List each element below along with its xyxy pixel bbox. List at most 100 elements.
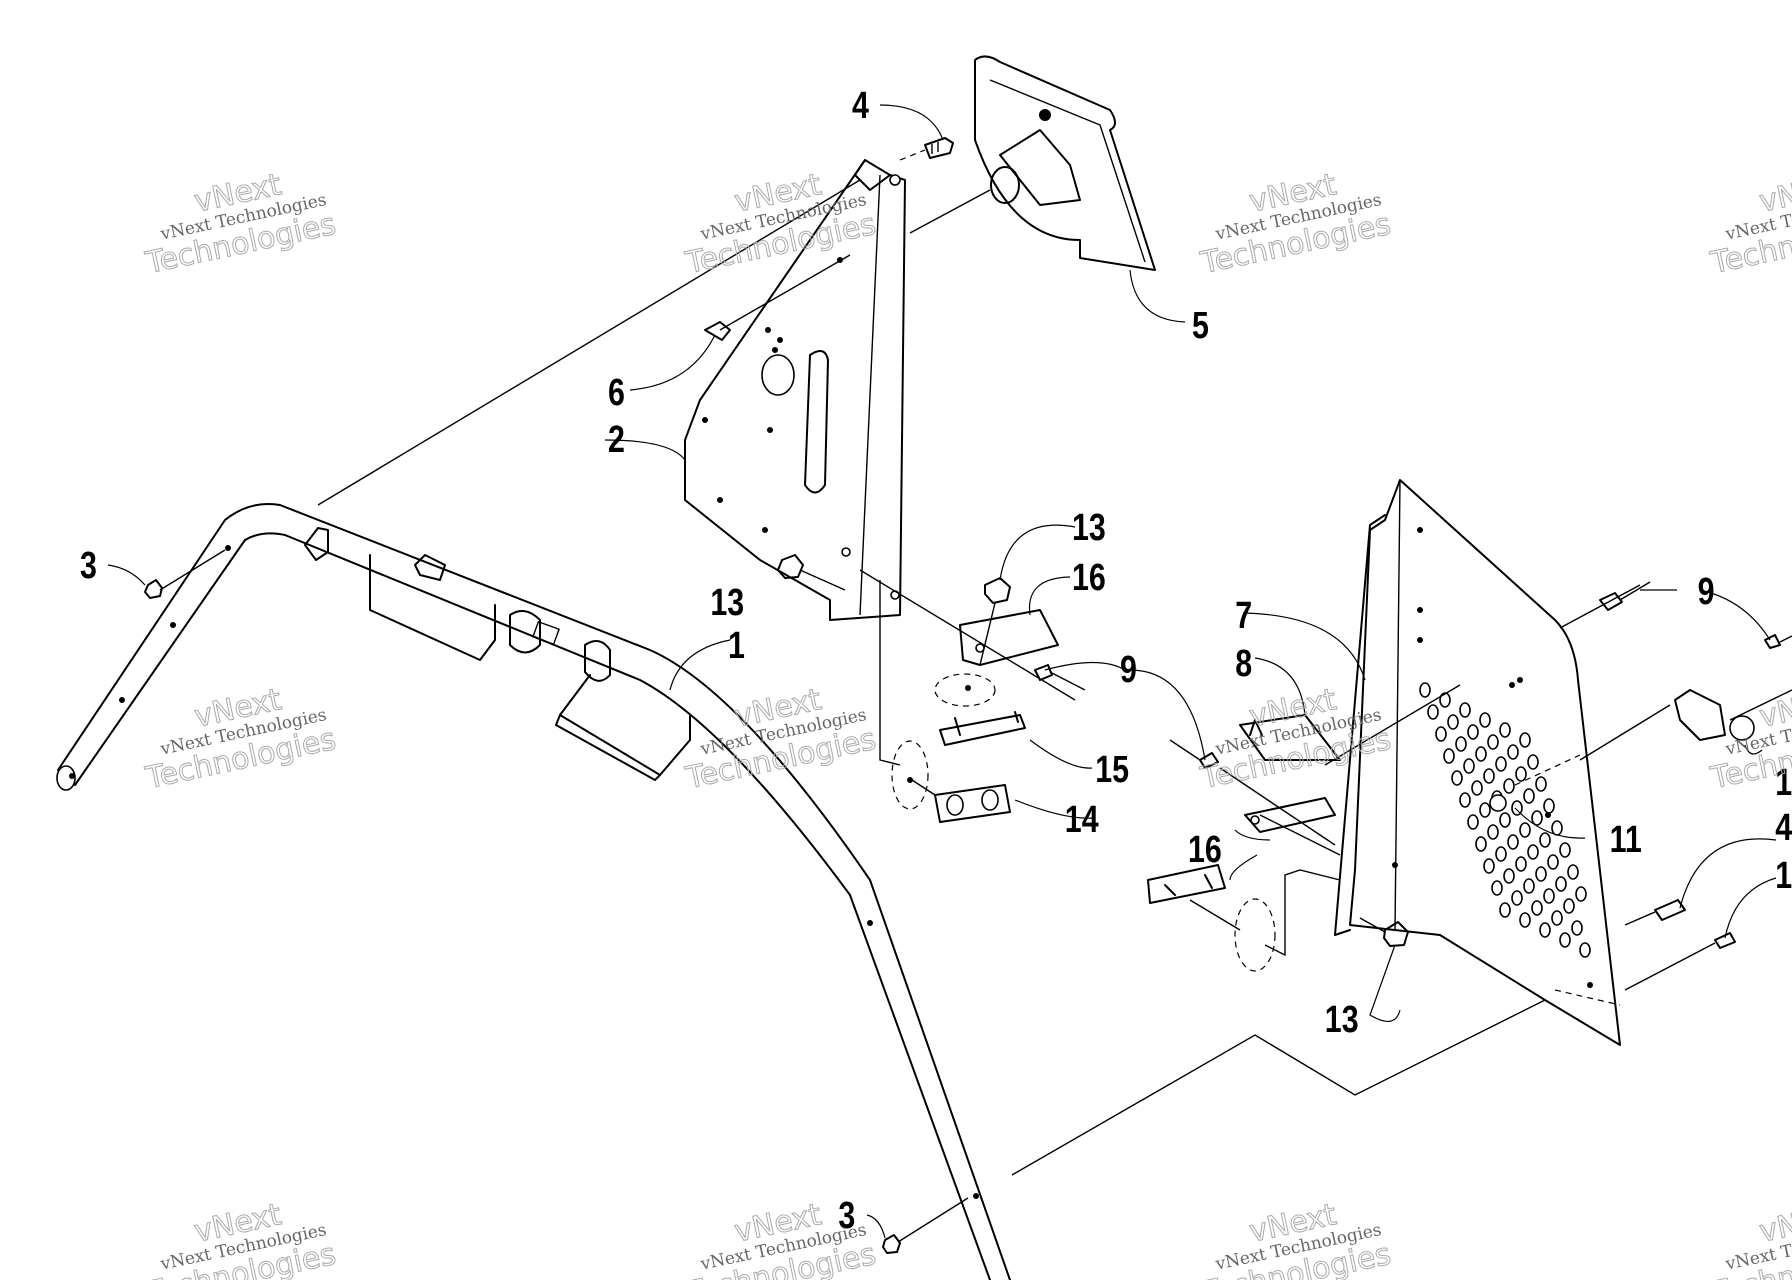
callout-1-edge-lower: 1 bbox=[1775, 855, 1792, 897]
perforation-hole bbox=[1527, 844, 1539, 860]
perforation-hole bbox=[1527, 754, 1539, 770]
assembly-line bbox=[1011, 999, 1546, 1176]
perforation-hole bbox=[1499, 722, 1511, 738]
perforation-hole bbox=[1471, 780, 1483, 796]
callout-4-top: 4 bbox=[852, 85, 869, 127]
perforation-hole bbox=[1483, 858, 1495, 874]
callout-labels: 1 2 3 3 4 5 6 13 16 9 15 14 13 7 8 16 13… bbox=[80, 85, 1792, 1237]
perforation-hole bbox=[1503, 778, 1515, 794]
perforation-hole bbox=[1547, 854, 1559, 870]
perforation-hole bbox=[1427, 704, 1439, 720]
perforation-hole bbox=[1507, 834, 1519, 850]
frame-tube-part-1 bbox=[56, 503, 1011, 1280]
perforation-hole bbox=[1559, 842, 1571, 858]
perforation-hole bbox=[1555, 876, 1567, 892]
right-edge-hardware bbox=[1559, 581, 1792, 991]
perforation-hole bbox=[1495, 756, 1507, 772]
callout-16-mid: 16 bbox=[1072, 557, 1106, 599]
screw-part-6 bbox=[704, 254, 851, 341]
callout-14: 14 bbox=[1065, 799, 1099, 841]
assembly-line bbox=[909, 189, 991, 234]
perforation-hole bbox=[1515, 856, 1527, 872]
perforation-hole bbox=[1463, 758, 1475, 774]
perforation-hole bbox=[1535, 776, 1547, 792]
bolt-part-4 bbox=[899, 137, 954, 161]
callout-1: 1 bbox=[728, 625, 745, 667]
perforation-hole bbox=[1543, 798, 1555, 814]
plate-part-14 bbox=[1147, 864, 1341, 972]
callout-16-lower: 16 bbox=[1188, 829, 1222, 871]
nut-part-3 bbox=[144, 549, 969, 1254]
perforation-hole bbox=[1487, 734, 1499, 750]
perforated-panel-part-7 bbox=[1334, 479, 1621, 1046]
perforation-hole bbox=[1435, 726, 1447, 742]
perforation-hole bbox=[1459, 792, 1471, 808]
perforation-hole bbox=[1475, 746, 1487, 762]
bracket-part-16 bbox=[1244, 797, 1341, 856]
perforation-hole bbox=[1479, 712, 1491, 728]
callout-9-right: 9 bbox=[1698, 571, 1715, 613]
perforation-hole bbox=[1543, 888, 1555, 904]
perforation-hole bbox=[1535, 866, 1547, 882]
perforation-hole bbox=[1539, 832, 1551, 848]
callout-13-left: 13 bbox=[710, 582, 744, 624]
perforation-hole bbox=[1575, 886, 1587, 902]
perforation-hole bbox=[1495, 846, 1507, 862]
perforation-hole bbox=[1551, 910, 1563, 926]
perforation-hole bbox=[1519, 912, 1531, 928]
perforation-hole bbox=[1499, 812, 1511, 828]
callout-8: 8 bbox=[1235, 643, 1252, 685]
perforation-hole bbox=[1459, 702, 1471, 718]
perforation-hole bbox=[1531, 810, 1543, 826]
callout-6: 6 bbox=[608, 372, 625, 414]
perforation-hole bbox=[1539, 922, 1551, 938]
perforation-holes bbox=[1419, 682, 1591, 958]
perforation-hole bbox=[1531, 900, 1543, 916]
nut-part-13 bbox=[777, 554, 846, 591]
perforation-hole bbox=[1439, 692, 1451, 708]
callout-13-mid: 13 bbox=[1072, 507, 1106, 549]
callout-9-mid: 9 bbox=[1120, 649, 1137, 691]
perforation-hole bbox=[1511, 800, 1523, 816]
callout-3-top: 3 bbox=[80, 545, 97, 587]
perforation-hole bbox=[1579, 942, 1591, 958]
perforation-hole bbox=[1567, 864, 1579, 880]
bracket-part-8 bbox=[1239, 684, 1461, 766]
perforation-hole bbox=[1447, 714, 1459, 730]
perforation-hole bbox=[1523, 878, 1535, 894]
perforation-hole bbox=[1519, 732, 1531, 748]
perforation-hole bbox=[1475, 836, 1487, 852]
perforation-hole bbox=[1467, 724, 1479, 740]
perforation-hole bbox=[1491, 880, 1503, 896]
perforation-hole bbox=[1511, 890, 1523, 906]
callout-1-edge: 1 bbox=[1775, 762, 1792, 804]
callout-15: 15 bbox=[1095, 749, 1129, 791]
perforation-hole bbox=[1515, 766, 1527, 782]
perforation-hole bbox=[1467, 814, 1479, 830]
callout-3-bottom: 3 bbox=[838, 1195, 855, 1237]
callout-11: 11 bbox=[1610, 819, 1642, 861]
perforation-hole bbox=[1499, 902, 1511, 918]
assembly-line bbox=[879, 580, 901, 766]
leader-lines bbox=[107, 104, 1777, 1239]
perforation-hole bbox=[1455, 736, 1467, 752]
perforation-hole bbox=[1503, 868, 1515, 884]
perforation-hole bbox=[1563, 898, 1575, 914]
perforation-hole bbox=[1523, 788, 1535, 804]
perforation-hole bbox=[1559, 932, 1571, 948]
pin-part-9 bbox=[1169, 739, 1336, 846]
perforation-hole bbox=[1507, 744, 1519, 760]
housing-cover-part-5 bbox=[974, 55, 1156, 271]
callout-7: 7 bbox=[1235, 595, 1252, 637]
callout-4-right: 4 bbox=[1775, 807, 1792, 849]
nut-part-13-lower bbox=[1359, 917, 1409, 947]
perforation-hole bbox=[1519, 822, 1531, 838]
assembly-line bbox=[317, 179, 861, 506]
